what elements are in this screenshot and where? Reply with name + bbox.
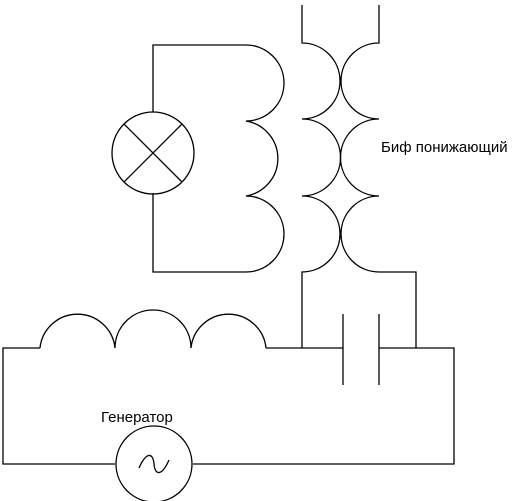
lamp-icon bbox=[111, 111, 195, 195]
primary-coil-inductor-icon bbox=[39, 309, 267, 349]
ac-source-icon bbox=[115, 425, 193, 501]
transformer-core bbox=[301, 5, 417, 348]
wire-bottom-secondary bbox=[152, 193, 246, 273]
wire-primary-loop bbox=[2, 347, 115, 465]
secondary-coil-inductor-icon bbox=[245, 44, 285, 273]
core-left-line bbox=[301, 5, 342, 348]
core-right-line bbox=[339, 5, 417, 348]
generator-label: Генератор bbox=[101, 409, 173, 426]
primary-circuit bbox=[2, 309, 455, 501]
wire-top-secondary bbox=[152, 44, 246, 112]
secondary-circuit bbox=[111, 44, 285, 273]
capacitor-icon bbox=[342, 314, 380, 385]
transformer-label: Биф понижающий bbox=[381, 139, 508, 156]
wire-primary-right bbox=[193, 347, 455, 465]
